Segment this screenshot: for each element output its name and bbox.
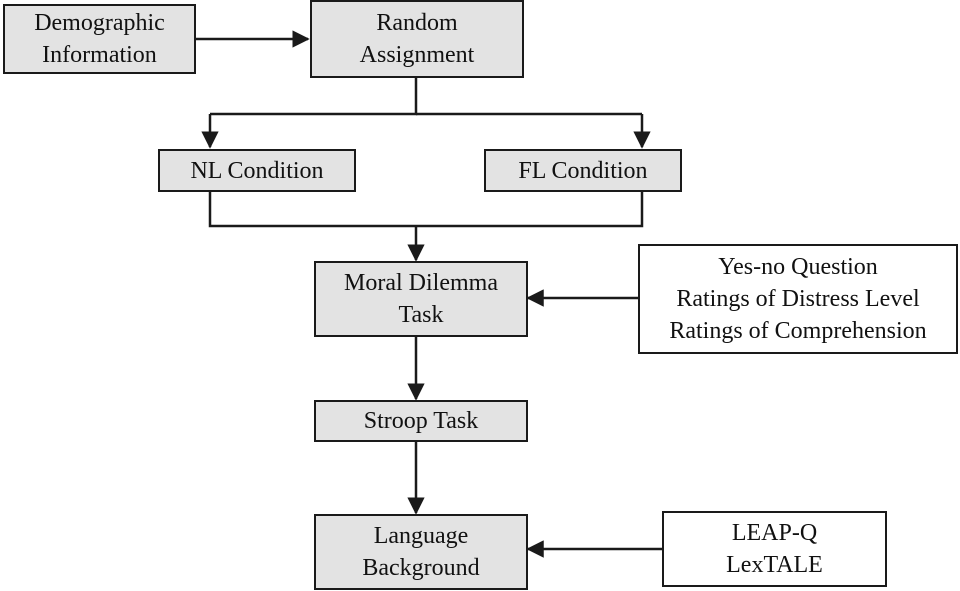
box-label: Task bbox=[398, 302, 444, 328]
box-label: Ratings of Comprehension bbox=[669, 318, 927, 344]
box-label: Background bbox=[362, 555, 480, 581]
merge-line bbox=[208, 191, 644, 228]
stroop-task-box: Stroop Task bbox=[314, 400, 528, 442]
moral-dilemma-task-box: Moral Dilemma Task bbox=[314, 261, 528, 337]
split-line bbox=[210, 78, 418, 116]
box-label: Random bbox=[376, 10, 458, 36]
box-label: Language bbox=[373, 523, 469, 549]
demographic-information-box: Demographic Information bbox=[3, 4, 196, 74]
box-label: LexTALE bbox=[726, 552, 823, 578]
language-background-box: Language Background bbox=[314, 514, 528, 590]
box-label: Stroop Task bbox=[363, 408, 479, 434]
nl-condition-box: NL Condition bbox=[158, 149, 356, 192]
box-label: Demographic bbox=[34, 10, 165, 36]
box-label: Yes-no Question bbox=[718, 254, 878, 280]
box-label: LEAP-Q bbox=[731, 520, 818, 546]
box-label: Ratings of Distress Level bbox=[676, 286, 920, 312]
box-label: Assignment bbox=[359, 42, 475, 68]
box-label: NL Condition bbox=[190, 157, 324, 184]
questionnaires-box: LEAP-Q LexTALE bbox=[662, 511, 887, 587]
box-label: Information bbox=[42, 42, 157, 68]
random-assignment-box: Random Assignment bbox=[310, 0, 524, 78]
box-label: FL Condition bbox=[518, 157, 648, 184]
fl-condition-box: FL Condition bbox=[484, 149, 682, 192]
box-label: Moral Dilemma bbox=[344, 270, 498, 296]
measures-box: Yes-no Question Ratings of Distress Leve… bbox=[638, 244, 958, 354]
